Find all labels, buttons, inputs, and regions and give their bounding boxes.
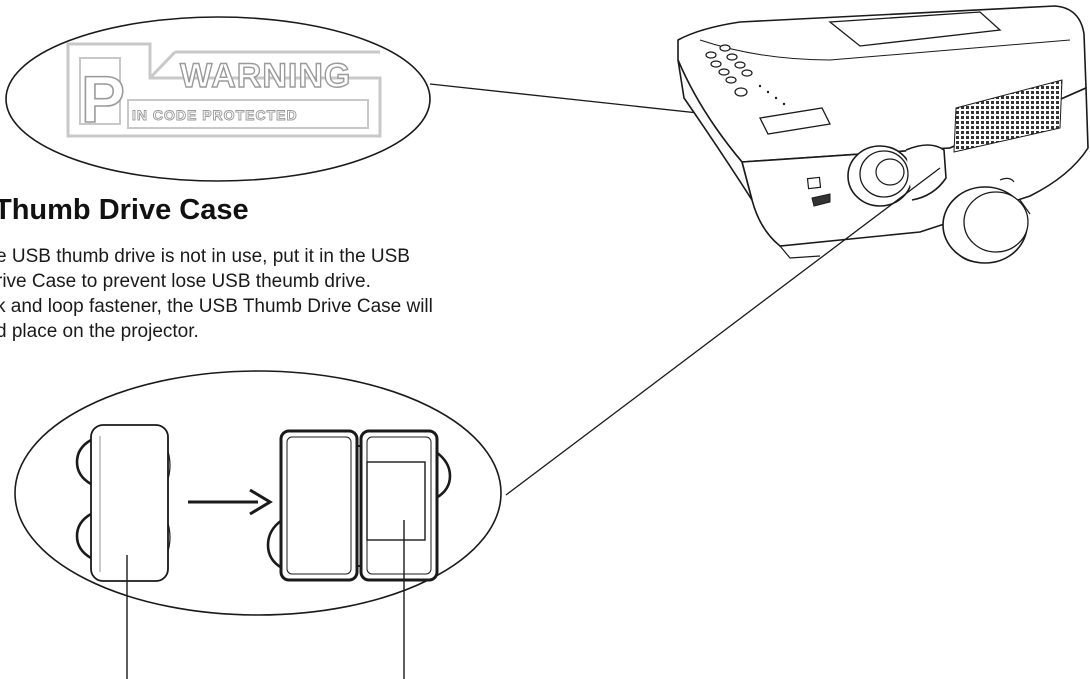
projector-drawing — [677, 5, 1089, 264]
closed-case — [75, 424, 171, 582]
warning-label-callout: WARNING P IN CODE PROTECTED — [5, 16, 801, 182]
pin-code-label: WARNING P IN CODE PROTECTED — [66, 42, 382, 138]
section-heading: Thumb Drive Case — [0, 194, 249, 226]
pin-letter: P — [81, 62, 125, 136]
section-body: e USB thumb drive is not in use, put it … — [0, 244, 556, 344]
arrow-icon — [188, 488, 273, 516]
body-line-4: d place on the projector. — [0, 321, 199, 342]
pin-code-text: IN CODE PROTECTED — [132, 107, 298, 123]
thumb-drive-case-callout — [14, 167, 941, 679]
body-line-2: rive Case to prevent lose USB theumb dri… — [0, 271, 371, 292]
warning-text: WARNING — [180, 57, 351, 95]
open-case — [266, 429, 452, 582]
body-line-1: e USB thumb drive is not in use, put it … — [0, 246, 410, 267]
body-line-3: k and loop fastener, the USB Thumb Drive… — [0, 296, 433, 317]
